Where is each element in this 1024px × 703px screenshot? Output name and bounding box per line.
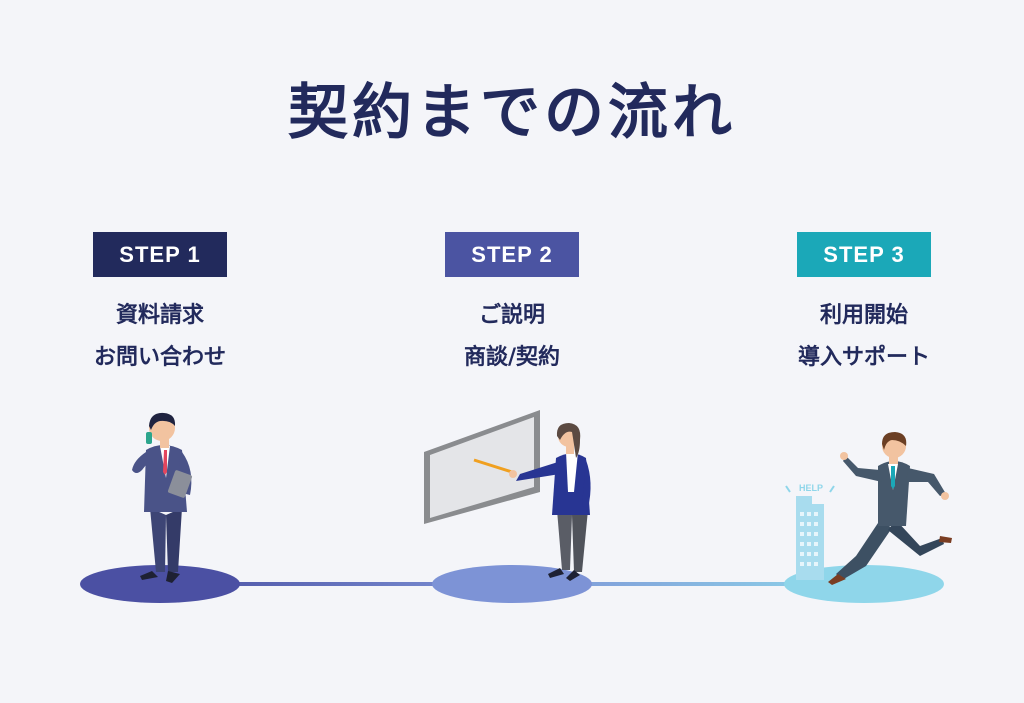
step-3: STEP 3 利用開始 導入サポート <box>744 232 984 379</box>
help-sign: HELP <box>799 483 823 493</box>
step-3-badge: STEP 3 <box>797 232 931 277</box>
platform-1 <box>80 565 240 603</box>
step-1-line-2: お問い合わせ <box>93 345 226 370</box>
step-2-description: ご説明 商談/契約 <box>392 295 632 379</box>
businessman-phone-figure <box>132 412 192 583</box>
step-2-badge: STEP 2 <box>445 232 579 277</box>
step-3-line-1: 利用開始 <box>819 303 908 328</box>
step-1: STEP 1 資料請求 お問い合わせ <box>40 232 280 379</box>
presenter-whiteboard-figure <box>424 410 591 581</box>
step-1-badge: STEP 1 <box>93 232 227 277</box>
page-title: 契約までの流れ <box>288 78 736 148</box>
help-building: HELP <box>785 483 835 580</box>
step-3-description: 利用開始 導入サポート <box>744 295 984 379</box>
step-1-line-1: 資料請求 <box>115 303 204 328</box>
platform-2 <box>432 565 592 603</box>
running-businessman-figure <box>828 432 952 585</box>
step-2: STEP 2 ご説明 商談/契約 <box>392 232 632 379</box>
step-1-description: 資料請求 お問い合わせ <box>40 295 280 379</box>
step-2-line-1: ご説明 <box>478 303 545 328</box>
step-3-line-2: 導入サポート <box>797 345 930 370</box>
step-2-line-2: 商談/契約 <box>463 345 561 370</box>
